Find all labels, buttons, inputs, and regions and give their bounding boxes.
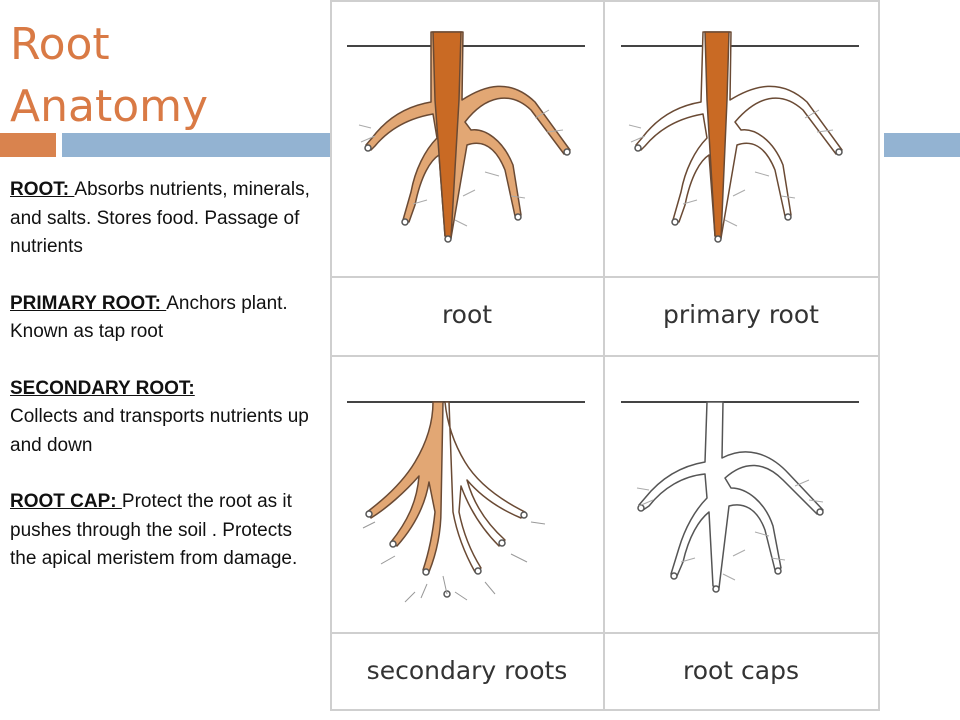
card-divider-horizontal bbox=[330, 355, 880, 357]
definition-text: Protect the root as it pushes through th… bbox=[10, 491, 298, 569]
card-label-root: root bbox=[441, 300, 493, 329]
secondary-roots-illustration bbox=[347, 401, 585, 603]
root-illustration bbox=[347, 31, 585, 243]
definition-root: ROOT: Absorbs nutrients, minerals, and s… bbox=[10, 176, 310, 262]
definition-term: ROOT CAP: bbox=[10, 491, 122, 512]
definition-text: Absorbs nutrients, minerals, and salts. … bbox=[10, 179, 310, 257]
definition-text: Anchors plant. Known as tap root bbox=[10, 292, 288, 343]
card-divider-horizontal bbox=[330, 632, 880, 634]
slide-title: Root Anatomy bbox=[10, 14, 330, 138]
title-line-1: Root bbox=[10, 19, 110, 70]
card-label-secondary-roots: secondary roots bbox=[366, 656, 568, 685]
accent-bar-orange bbox=[0, 133, 56, 157]
definition-term: ROOT: bbox=[10, 179, 75, 200]
card-label-primary-root: primary root bbox=[663, 300, 819, 329]
definitions-list: ROOT: Absorbs nutrients, minerals, and s… bbox=[10, 176, 310, 602]
primary-root-illustration bbox=[621, 31, 859, 243]
definition-term: SECONDARY ROOT: bbox=[10, 377, 195, 399]
accent-bar-blue-right bbox=[884, 133, 960, 157]
card-divider-horizontal bbox=[330, 276, 880, 278]
accent-bar-blue-left bbox=[62, 133, 330, 157]
definition-root-cap: ROOT CAP: Protect the root as it pushes … bbox=[10, 488, 310, 574]
card-label-root-caps: root caps bbox=[682, 656, 800, 685]
definition-primary-root: PRIMARY ROOT: Anchors plant. Known as ta… bbox=[10, 290, 310, 347]
definition-term: PRIMARY ROOT: bbox=[10, 292, 167, 314]
definition-text: Collects and transports nutrients up and… bbox=[10, 406, 309, 456]
title-line-2: Anatomy bbox=[10, 81, 209, 132]
root-caps-illustration bbox=[621, 401, 859, 593]
definition-secondary-root: SECONDARY ROOT: Collects and transports … bbox=[10, 375, 310, 461]
